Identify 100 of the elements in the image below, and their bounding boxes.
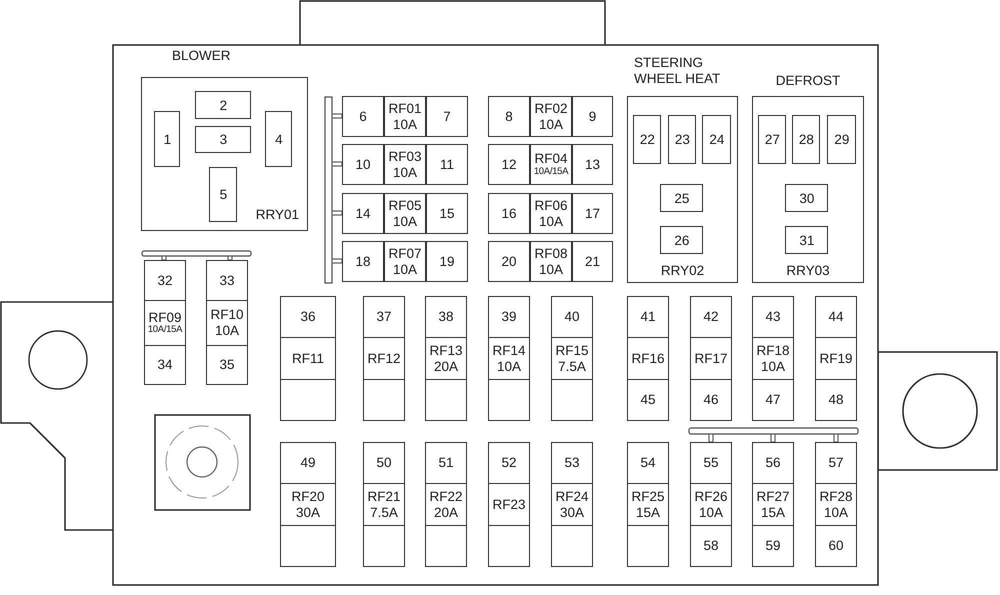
slot-number: 11 (440, 156, 454, 172)
fuse (206, 300, 248, 346)
slot-number: 22 (640, 132, 655, 148)
fuse-slot (363, 525, 405, 567)
fuse (530, 193, 572, 234)
fuse-name: RF11 (292, 350, 324, 366)
terminal-slot (426, 193, 468, 234)
fuse (627, 483, 669, 526)
fuse (280, 337, 336, 380)
section-heading: DEFROST (774, 73, 842, 89)
relay-terminal (660, 184, 704, 212)
terminal-slot (690, 379, 732, 421)
fuse-slot (488, 525, 530, 567)
terminal-slot (815, 296, 857, 338)
terminal-slot (690, 525, 732, 567)
terminal-slot (815, 525, 857, 567)
slot-number: 57 (828, 455, 844, 471)
terminal-slot (426, 96, 468, 137)
terminal-slot (342, 241, 384, 282)
slot-number: 7 (443, 108, 451, 124)
fuse-name: RF09 (148, 310, 182, 325)
fuse (551, 337, 593, 380)
fuse-rating: 7.5A (370, 504, 398, 520)
fuse (144, 300, 186, 346)
slot-number: 53 (564, 455, 580, 471)
fuse (627, 337, 669, 380)
terminal-slot (426, 241, 468, 282)
terminal-slot (144, 345, 186, 385)
terminal-slot (690, 442, 732, 484)
relay-terminal (668, 115, 696, 164)
fuse-name: RF01 (388, 100, 422, 116)
fuse (530, 144, 572, 185)
slot-number: 4 (275, 132, 283, 148)
terminal-slot (572, 241, 613, 282)
fuse-name: RF02 (534, 100, 568, 116)
terminal-slot (752, 525, 794, 567)
fuse (384, 144, 426, 185)
fuse-name: RF13 (429, 342, 462, 358)
fuse-name: RF20 (291, 488, 324, 504)
fuse (363, 337, 405, 380)
fuse-rating: 10A (214, 323, 240, 339)
slot-number: 41 (640, 309, 656, 325)
slot-number: 31 (799, 232, 814, 248)
slot-number: 33 (219, 272, 235, 288)
fuse-slot (551, 525, 593, 567)
slot-number: 58 (703, 538, 719, 554)
relay-terminal (827, 115, 856, 164)
slot-number: 25 (674, 190, 690, 206)
fuse-rating: 10A (760, 358, 786, 374)
fuse-slot (425, 379, 467, 421)
fuse-slot (280, 525, 336, 567)
relay-terminal (785, 184, 828, 212)
slot-number: 16 (501, 206, 517, 222)
fuse-name: RF22 (429, 488, 462, 504)
fuse (425, 337, 467, 380)
slot-number: 12 (501, 156, 517, 172)
fuse-name: RF06 (534, 198, 568, 214)
terminal-slot (425, 296, 467, 338)
slot-number: 24 (709, 132, 724, 148)
fuse (488, 337, 530, 380)
slot-number: 60 (828, 538, 844, 554)
terminal-slot (752, 442, 794, 484)
slot-number: 9 (588, 108, 596, 124)
relay-terminal (195, 126, 252, 154)
slot-number: 29 (834, 132, 850, 148)
slot-number: 45 (640, 392, 656, 408)
fuse-name: RF21 (367, 488, 400, 504)
fuse-rating: 10A/15A (148, 325, 182, 336)
terminal-slot (342, 144, 384, 185)
slot-number: 13 (584, 156, 600, 172)
terminal-slot (572, 144, 613, 185)
fuse-rating: 10A (496, 358, 522, 374)
slot-number: 42 (703, 309, 719, 325)
fuse-slot (425, 525, 467, 567)
relay-terminal (758, 115, 786, 164)
fuse (690, 483, 732, 526)
fuse (815, 483, 857, 526)
fuse (363, 483, 405, 526)
terminal-slot (488, 296, 530, 338)
terminal-slot (280, 442, 336, 484)
relay-label: RRY02 (660, 263, 706, 279)
fuse (384, 241, 426, 282)
slot-number: 37 (376, 309, 392, 325)
fuse-name: RF25 (631, 488, 664, 504)
slot-number: 48 (828, 392, 844, 408)
terminal-slot (627, 296, 669, 338)
terminal-slot (551, 296, 593, 338)
slot-number: 43 (765, 309, 781, 325)
fuse (551, 483, 593, 526)
terminal-slot (815, 442, 857, 484)
fuse (752, 337, 794, 380)
slot-number: 50 (376, 455, 392, 471)
fuse-name: RF04 (534, 151, 568, 167)
fuse-rating: 10A (538, 214, 564, 230)
relay-terminal (660, 226, 704, 254)
terminal-slot (815, 379, 857, 421)
terminal-slot (627, 379, 669, 421)
slot-number: 32 (157, 272, 173, 288)
fuse-slot (551, 379, 593, 421)
section-heading: STEERING WHEEL HEAT (634, 55, 722, 86)
